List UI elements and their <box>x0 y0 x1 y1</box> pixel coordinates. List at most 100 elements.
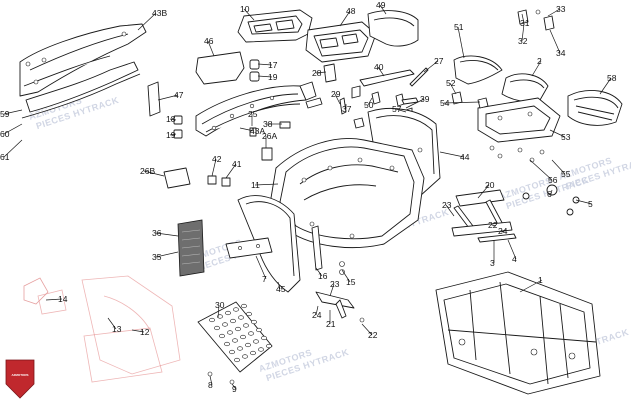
leader-line-34 <box>549 29 561 54</box>
leader-line-47 <box>157 94 179 101</box>
leader-line-56 <box>529 159 553 181</box>
callout-23: 23 <box>442 200 452 210</box>
leader-line-49 <box>379 4 387 15</box>
leader-line-41 <box>225 163 237 179</box>
part-1-frame <box>435 271 601 395</box>
leader-line-22 <box>361 323 373 336</box>
footrest-hole <box>230 318 236 324</box>
callout-19: 19 <box>268 72 278 82</box>
leader-line-60 <box>3 123 23 135</box>
leader-line-45 <box>277 281 281 290</box>
leader-line-2 <box>531 60 542 77</box>
footrest-hole <box>243 323 249 328</box>
leader-line-46 <box>207 40 215 57</box>
callout-16: 16 <box>318 271 328 281</box>
footrest-hole <box>209 317 215 323</box>
part-48 <box>305 21 377 63</box>
leader-line-9 <box>231 383 237 390</box>
leader-line-48 <box>339 10 351 27</box>
callout-57: 57 <box>392 104 402 114</box>
footrest-hole <box>235 326 241 332</box>
callout-4: 4 <box>512 254 517 264</box>
callout-23: 23 <box>330 279 340 289</box>
callout-40: 40 <box>374 62 384 72</box>
callout-52: 52 <box>446 78 456 88</box>
leader-line-19 <box>257 75 273 78</box>
callout-26A: 26A <box>262 131 277 141</box>
footrest-hole <box>261 335 267 341</box>
part-7 <box>225 237 273 259</box>
leader-line-11 <box>254 183 279 186</box>
leader-line-40 <box>377 66 385 77</box>
leader-line-28 <box>315 71 327 74</box>
leader-line-57 <box>395 108 407 113</box>
part-30 <box>197 301 273 373</box>
leader-line-24 <box>315 305 319 316</box>
footrest-hole <box>240 334 246 340</box>
callout-18: 18 <box>166 114 176 124</box>
footrest-hole <box>245 342 251 348</box>
part-2 <box>501 73 549 103</box>
footrest-hole <box>241 303 247 309</box>
footrest-hole <box>258 347 264 352</box>
callout-61: 61 <box>0 152 10 162</box>
leader-line-26B <box>143 170 165 177</box>
leader-line-42 <box>211 158 217 177</box>
leader-line-53 <box>549 129 566 138</box>
part-51 <box>453 55 503 85</box>
callout-27: 27 <box>434 56 444 66</box>
part-body <box>269 138 425 249</box>
part-53 <box>477 97 561 143</box>
callout-15: 15 <box>346 277 356 287</box>
footrest-hole <box>227 330 233 335</box>
callout-24: 24 <box>498 226 508 236</box>
part-27 <box>409 67 429 87</box>
leader-line-30 <box>217 304 220 319</box>
leader-line-50 <box>367 97 373 106</box>
part-47 <box>147 81 161 117</box>
leader-line-15 <box>341 269 351 283</box>
callout-47: 47 <box>174 90 184 100</box>
leader-line-23 <box>329 283 335 297</box>
callout-22: 22 <box>488 220 498 230</box>
callout-46: 46 <box>204 36 214 46</box>
callout-55: 55 <box>561 169 571 179</box>
footrest-hole <box>222 322 228 327</box>
part-18 <box>173 115 183 139</box>
callout-21: 21 <box>326 319 336 329</box>
leader-line-52 <box>449 82 457 95</box>
callout-12: 12 <box>140 327 150 337</box>
callout-5: 5 <box>588 199 593 209</box>
callout-51: 51 <box>454 22 464 32</box>
callout-32: 32 <box>518 36 528 46</box>
leader-line-44 <box>439 151 465 158</box>
callout-17: 17 <box>268 60 278 70</box>
leader-line-7 <box>255 255 267 280</box>
callout-10: 10 <box>240 4 250 14</box>
leader-line-61 <box>3 139 23 158</box>
part-55-56 <box>489 145 545 163</box>
footrest-hole <box>229 349 235 355</box>
leader-line-55 <box>551 159 566 175</box>
callout-41: 41 <box>232 159 242 169</box>
leader-line-59 <box>3 109 23 115</box>
callout-26B: 26B <box>140 166 155 176</box>
footrest-hole <box>232 338 238 343</box>
leader-line-43A <box>239 127 255 132</box>
callout-60: 60 <box>0 129 10 139</box>
part-58 <box>567 89 623 126</box>
footrest-hole <box>250 350 256 356</box>
callout-11: 11 <box>251 180 260 190</box>
footrest-hole <box>217 314 223 319</box>
leader-line-24 <box>501 229 507 232</box>
callout-28: 28 <box>312 68 322 78</box>
footrest-hole <box>251 319 257 325</box>
callout-2: 2 <box>537 56 542 66</box>
footrest-hole <box>234 357 240 363</box>
leader-line-32 <box>521 23 525 42</box>
callout-59: 59 <box>0 109 10 119</box>
